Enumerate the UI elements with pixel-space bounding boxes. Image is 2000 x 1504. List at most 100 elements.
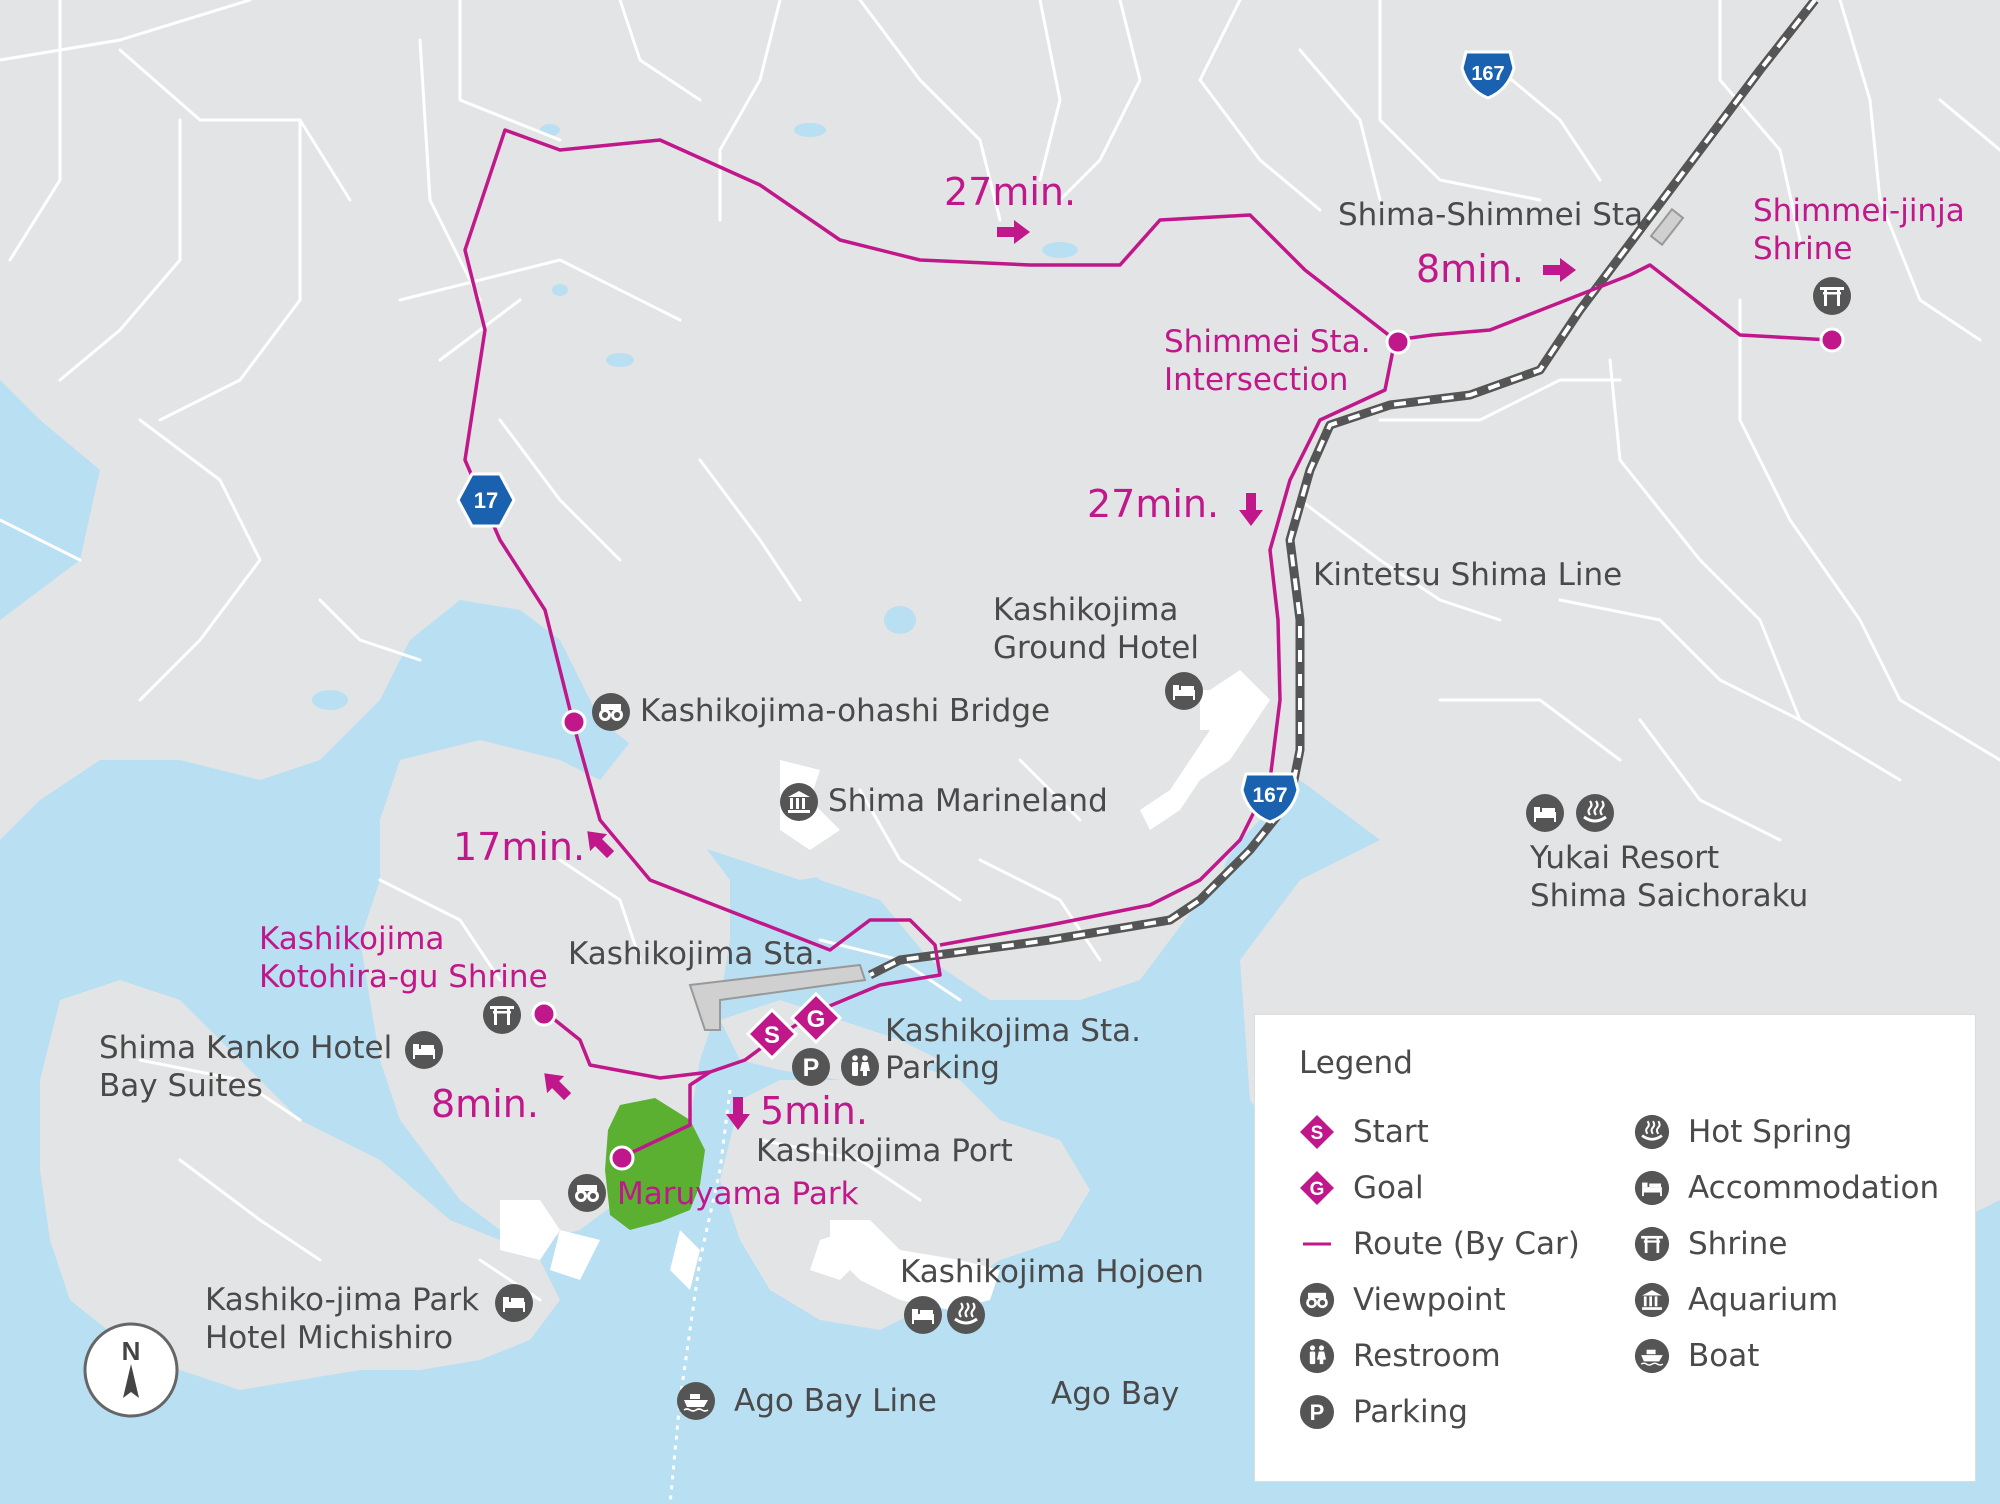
- shimmei-jinja-label-line1: Shimmei-jinja: [1753, 193, 1965, 229]
- goal-marker-icon: G: [1300, 1171, 1334, 1205]
- arrow-east-2: [1543, 258, 1576, 282]
- ago-bay-label: Ago Bay: [1051, 1376, 1180, 1412]
- shrine-icon: [1634, 1226, 1670, 1262]
- car-route: [463, 128, 1831, 1042]
- kashikojima-port-label: Kashikojima Port: [756, 1133, 1013, 1169]
- legend-accommodation-label: Accommodation: [1688, 1170, 1940, 1206]
- route-167-north-badge: 167: [1460, 50, 1516, 100]
- aquarium-icon: [1634, 1282, 1670, 1318]
- accommodation-icon: [1165, 672, 1203, 710]
- ground-hotel-label-line2: Ground Hotel: [993, 630, 1199, 666]
- legend-goal-label: Goal: [1353, 1170, 1424, 1206]
- shimmei-intersection-label-line2: Intersection: [1164, 362, 1349, 398]
- legend-boat-label: Boat: [1688, 1338, 1760, 1374]
- hot-spring-icon: [1634, 1114, 1670, 1150]
- shima-shimmei-station-building: [1649, 207, 1685, 247]
- kotohira-shrine-label-line2: Kotohira-gu Shrine: [259, 959, 548, 995]
- viewpoint-icon: [1299, 1282, 1335, 1318]
- accommodation-icon: [405, 1031, 443, 1069]
- legend-parking: P Parking: [1299, 1390, 1468, 1434]
- ohashi-bridge-node: [561, 709, 587, 735]
- viewpoint-icon: [568, 1174, 606, 1212]
- svg-text:P: P: [1310, 1400, 1325, 1425]
- shrine-icon: [1813, 277, 1851, 315]
- accommodation-icon: [1634, 1170, 1670, 1206]
- station-parking-label-line1: Kashikojima Sta.: [885, 1013, 1141, 1049]
- roads: [0, 0, 2000, 1302]
- legend-goal: G Goal: [1299, 1166, 1424, 1210]
- ponds: [312, 123, 1078, 710]
- arrow-northwest-2: [544, 1073, 572, 1101]
- kanko-hotel-label-line2: Bay Suites: [99, 1068, 263, 1104]
- legend-aquarium: Aquarium: [1634, 1278, 1838, 1322]
- kashikojima-station-building: [688, 963, 867, 1031]
- aquarium-icon: [780, 783, 818, 821]
- route-17-badge: 17: [456, 472, 516, 528]
- hotel-michishiro-label-line1: Kashiko-jima Park: [205, 1282, 480, 1318]
- svg-text:G: G: [1310, 1179, 1325, 1200]
- buildings: [500, 670, 1270, 1310]
- hot-spring-icon: [1575, 793, 1615, 833]
- time-label-27min-south: 27min.: [1087, 482, 1220, 526]
- maruyama-park-label: Maruyama Park: [617, 1176, 859, 1212]
- legend-shrine-label: Shrine: [1688, 1226, 1788, 1262]
- start-marker-icon: S: [1300, 1115, 1334, 1149]
- hot-spring-icon: [946, 1295, 986, 1335]
- shima-shimmei-station-label: Shima-Shimmei Sta.: [1338, 197, 1653, 233]
- legend-aquarium-label: Aquarium: [1688, 1282, 1839, 1318]
- kanko-hotel-label-line1: Shima Kanko Hotel: [99, 1030, 393, 1066]
- marineland-label: Shima Marineland: [828, 783, 1108, 819]
- legend-title: Legend: [1299, 1045, 1413, 1081]
- shimmei-intersection-label-line1: Shimmei Sta.: [1164, 324, 1371, 360]
- legend-restroom-label: Restroom: [1353, 1338, 1501, 1374]
- ground-hotel-label-line1: Kashikojima: [993, 592, 1179, 628]
- station-parking-label-line2: Parking: [885, 1050, 1000, 1086]
- accommodation-icon: [904, 1296, 942, 1334]
- shrine-icon: [483, 996, 521, 1034]
- legend-start-label: Start: [1353, 1114, 1429, 1150]
- maruyama-node: [609, 1145, 635, 1171]
- svg-text:167: 167: [1471, 63, 1504, 85]
- kotohira-route-leg: [543, 1010, 774, 1080]
- yukai-resort-label-line2: Shima Saichoraku: [1530, 878, 1809, 914]
- direction-arrows: [544, 220, 1576, 1130]
- map-legend: Legend S Start G Goal Route (By Car) Vie…: [1254, 1014, 1976, 1482]
- time-label-5min: 5min.: [760, 1089, 868, 1133]
- legend-route: Route (By Car): [1299, 1222, 1580, 1266]
- boat-icon: [676, 1381, 716, 1421]
- legend-hot-spring-label: Hot Spring: [1688, 1114, 1853, 1150]
- legend-accommodation: Accommodation: [1634, 1166, 1939, 1210]
- shimmei-intersection-node: [1385, 329, 1411, 355]
- accommodation-icon: [495, 1284, 533, 1322]
- parking-icon: [792, 1048, 830, 1086]
- svg-text:S: S: [1311, 1123, 1324, 1144]
- viewpoint-icon: [592, 693, 630, 731]
- shimmei-jinja-node: [1819, 327, 1845, 353]
- svg-text:167: 167: [1252, 784, 1287, 807]
- kintetsu-line-label: Kintetsu Shima Line: [1313, 557, 1623, 593]
- time-label-27min-east: 27min.: [944, 170, 1077, 214]
- route-167-south-badge: 167: [1240, 772, 1300, 824]
- kashikojima-station-label: Kashikojima Sta.: [568, 936, 824, 972]
- accommodation-icon: [1526, 794, 1564, 832]
- restroom-icon: [1299, 1338, 1335, 1374]
- legend-hot-spring: Hot Spring: [1634, 1110, 1852, 1154]
- arrow-south-2: [726, 1097, 750, 1130]
- boat-icon: [1634, 1338, 1670, 1374]
- hojoen-label: Kashikojima Hojoen: [900, 1254, 1204, 1290]
- ago-bay-line-label: Ago Bay Line: [734, 1383, 937, 1419]
- restroom-icon: [841, 1048, 879, 1086]
- start-marker: S: [745, 1007, 799, 1061]
- legend-shrine: Shrine: [1634, 1222, 1787, 1266]
- legend-route-label: Route (By Car): [1353, 1226, 1580, 1262]
- svg-text:17: 17: [474, 488, 498, 513]
- maruyama-route-leg: [621, 1070, 711, 1159]
- kintetsu-railway: [867, 0, 1819, 980]
- time-label-8min-west: 8min.: [431, 1082, 539, 1126]
- legend-parking-label: Parking: [1353, 1394, 1468, 1430]
- hotel-michishiro-label-line2: Hotel Michishiro: [205, 1320, 454, 1356]
- time-label-17min: 17min.: [453, 825, 586, 869]
- arrow-northwest-1: [587, 831, 615, 859]
- ohashi-bridge-label: Kashikojima-ohashi Bridge: [640, 693, 1051, 729]
